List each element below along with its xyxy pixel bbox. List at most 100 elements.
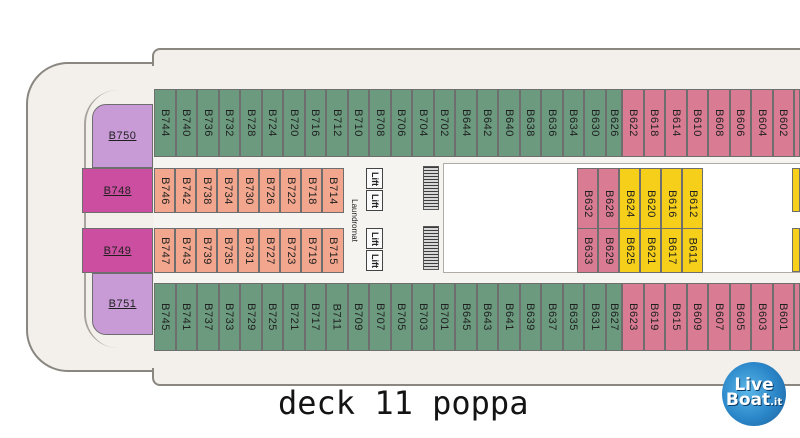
cabin[interactable]: B639 xyxy=(519,283,541,351)
cabin[interactable]: B715 xyxy=(322,228,344,273)
cabin[interactable]: B641 xyxy=(498,283,520,351)
cabin[interactable]: B631 xyxy=(584,283,606,351)
cabin[interactable]: B623 xyxy=(622,283,644,351)
cabin[interactable]: B732 xyxy=(218,89,240,157)
cabin-number: B748 xyxy=(103,184,132,197)
cabin[interactable]: B724 xyxy=(261,89,283,157)
cabin[interactable]: B642 xyxy=(476,89,498,157)
cabin[interactable]: B710 xyxy=(347,89,369,157)
cabin[interactable]: B606 xyxy=(729,89,751,157)
cabin[interactable]: B640 xyxy=(498,89,520,157)
cabin[interactable]: B712 xyxy=(326,89,348,157)
cabin-number: B717 xyxy=(309,303,322,331)
cabin[interactable]: B645 xyxy=(455,283,477,351)
cabin-partial[interactable] xyxy=(794,283,800,351)
cabin[interactable]: B603 xyxy=(751,283,773,351)
cabin[interactable]: B704 xyxy=(412,89,434,157)
cabin[interactable]: B633 xyxy=(577,228,598,273)
cabin[interactable]: B626 xyxy=(605,89,622,157)
cabin[interactable]: B622 xyxy=(622,89,644,157)
cabin[interactable]: B727 xyxy=(259,228,280,273)
cabin[interactable]: B742 xyxy=(175,168,196,213)
stern-inner-curve xyxy=(84,90,164,348)
cabin[interactable]: B609 xyxy=(686,283,708,351)
stern-cabin[interactable]: B748 xyxy=(82,168,153,213)
cabin-partial[interactable] xyxy=(792,168,800,212)
cabin[interactable]: B744 xyxy=(154,89,176,157)
cabin-number: B706 xyxy=(395,109,408,137)
cabin[interactable]: B731 xyxy=(238,228,259,273)
cabin[interactable]: B734 xyxy=(217,168,238,213)
cabin[interactable]: B736 xyxy=(197,89,219,157)
cabin[interactable]: B746 xyxy=(154,168,175,213)
cabin[interactable]: B726 xyxy=(259,168,280,213)
cabin[interactable]: B720 xyxy=(283,89,305,157)
cabin[interactable]: B644 xyxy=(455,89,477,157)
cabin[interactable]: B722 xyxy=(280,168,301,213)
cabin[interactable]: B703 xyxy=(412,283,434,351)
cabin[interactable]: B728 xyxy=(240,89,262,157)
cabin[interactable]: B707 xyxy=(369,283,391,351)
cabin[interactable]: B637 xyxy=(541,283,563,351)
cabin[interactable]: B601 xyxy=(772,283,794,351)
cabin[interactable]: B740 xyxy=(175,89,197,157)
cabin[interactable]: B741 xyxy=(175,283,197,351)
stern-cabin[interactable]: B751 xyxy=(92,273,153,335)
cabin[interactable]: B705 xyxy=(390,283,412,351)
cabin[interactable]: B709 xyxy=(347,283,369,351)
cabin[interactable]: B733 xyxy=(218,283,240,351)
cabin[interactable]: B621 xyxy=(640,228,661,273)
cabin[interactable]: B702 xyxy=(433,89,455,157)
cabin[interactable]: B614 xyxy=(665,89,687,157)
cabin[interactable]: B729 xyxy=(240,283,262,351)
cabin[interactable]: B714 xyxy=(322,168,344,213)
cabin[interactable]: B701 xyxy=(433,283,455,351)
cabin-number: B701 xyxy=(438,303,451,331)
cabin[interactable]: B735 xyxy=(217,228,238,273)
cabin-number: B602 xyxy=(777,109,790,137)
cabin[interactable]: B719 xyxy=(301,228,322,273)
cabin[interactable]: B629 xyxy=(598,228,619,273)
cabin[interactable]: B636 xyxy=(541,89,563,157)
cabin[interactable]: B602 xyxy=(772,89,794,157)
cabin[interactable]: B730 xyxy=(238,168,259,213)
cabin[interactable]: B745 xyxy=(154,283,176,351)
cabin[interactable]: B634 xyxy=(562,89,584,157)
cabin[interactable]: B711 xyxy=(326,283,348,351)
cabin[interactable]: B737 xyxy=(197,283,219,351)
cabin[interactable]: B717 xyxy=(304,283,326,351)
cabin[interactable]: B605 xyxy=(729,283,751,351)
cabin[interactable]: B706 xyxy=(390,89,412,157)
cabin[interactable]: B610 xyxy=(686,89,708,157)
cabin[interactable]: B725 xyxy=(261,283,283,351)
cabin[interactable]: B608 xyxy=(708,89,730,157)
cabin-number: B630 xyxy=(588,109,601,137)
cabin[interactable]: B617 xyxy=(661,228,682,273)
cabin[interactable]: B615 xyxy=(665,283,687,351)
cabin[interactable]: B739 xyxy=(196,228,217,273)
cabin[interactable]: B638 xyxy=(519,89,541,157)
cabin[interactable]: B607 xyxy=(708,283,730,351)
cabin[interactable]: B604 xyxy=(751,89,773,157)
cabin[interactable]: B723 xyxy=(280,228,301,273)
cabin[interactable]: B721 xyxy=(283,283,305,351)
cabin-number: B741 xyxy=(180,303,193,331)
cabin[interactable]: B743 xyxy=(175,228,196,273)
cabin[interactable]: B738 xyxy=(196,168,217,213)
cabin[interactable]: B619 xyxy=(643,283,665,351)
cabin[interactable]: B625 xyxy=(619,228,640,273)
stern-cabin[interactable]: B750 xyxy=(92,104,153,168)
cabin-partial[interactable] xyxy=(792,228,800,272)
cabin[interactable]: B718 xyxy=(301,168,322,213)
cabin[interactable]: B618 xyxy=(643,89,665,157)
cabin[interactable]: B630 xyxy=(584,89,606,157)
cabin[interactable]: B716 xyxy=(304,89,326,157)
cabin[interactable]: B611 xyxy=(682,228,703,273)
cabin-partial[interactable] xyxy=(794,89,800,157)
cabin[interactable]: B643 xyxy=(476,283,498,351)
cabin[interactable]: B635 xyxy=(562,283,584,351)
cabin[interactable]: B708 xyxy=(369,89,391,157)
stern-cabin[interactable]: B749 xyxy=(82,228,153,273)
cabin[interactable]: B747 xyxy=(154,228,175,273)
cabin[interactable]: B627 xyxy=(605,283,622,351)
